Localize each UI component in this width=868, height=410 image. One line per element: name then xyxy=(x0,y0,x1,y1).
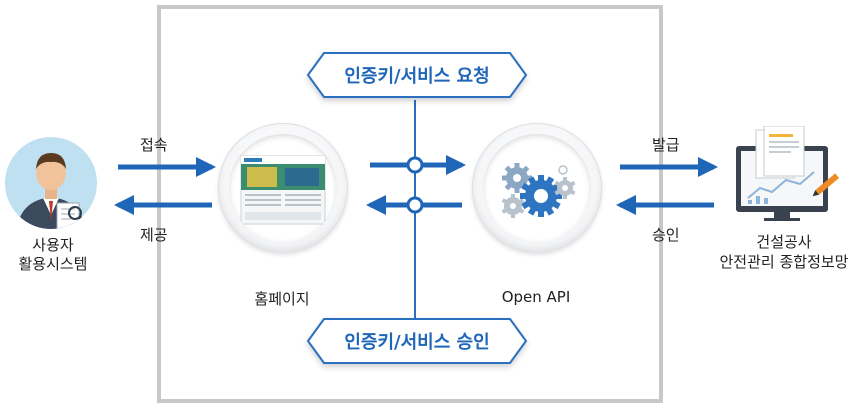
api-label: Open API xyxy=(501,288,571,306)
user-label-line1: 사용자 xyxy=(32,236,74,254)
label-approve: 승인 xyxy=(652,226,680,244)
homepage-screenshot-icon xyxy=(240,155,326,225)
system-label-line1: 건설공사 xyxy=(756,233,812,251)
homepage-node xyxy=(218,123,348,253)
user-label: 사용자 활용시스템 xyxy=(0,236,106,274)
api-node xyxy=(472,123,602,253)
user-avatar-icon xyxy=(5,137,97,229)
system-label-line2: 안전관리 종합정보망 xyxy=(719,253,849,271)
junction-bottom xyxy=(406,196,424,214)
label-connect: 접속 xyxy=(140,136,168,154)
junction-top xyxy=(406,156,424,174)
user-node xyxy=(3,135,99,231)
pill-request-text: 인증키/서비스 요청 xyxy=(344,66,490,87)
label-issue: 발급 xyxy=(652,136,680,154)
pill-approval-text: 인증키/서비스 승인 xyxy=(344,332,490,353)
monitor-report-icon xyxy=(736,125,840,221)
gears-icon xyxy=(501,163,576,218)
system-node xyxy=(736,125,842,222)
pill-approval: 인증키/서비스 승인 xyxy=(306,317,528,365)
homepage-label: 홈페이지 xyxy=(254,290,310,308)
label-provide: 제공 xyxy=(140,226,168,244)
user-label-line2: 활용시스템 xyxy=(18,255,88,273)
system-label: 건설공사 안전관리 종합정보망 xyxy=(700,232,868,272)
pill-request: 인증키/서비스 요청 xyxy=(306,51,528,99)
